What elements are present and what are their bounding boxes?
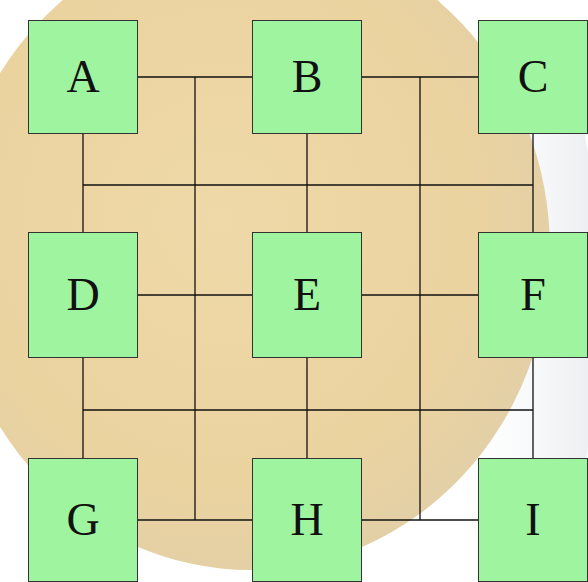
- wire-connector: [138, 519, 252, 520]
- box-label: G: [66, 497, 99, 543]
- wire-connector: [306, 358, 307, 458]
- wire-connector: [306, 134, 307, 232]
- wire-connector: [532, 134, 533, 232]
- process-box: C: [478, 20, 588, 134]
- horizontal-wire: [83, 409, 533, 410]
- box-label: F: [520, 272, 546, 318]
- wire-connector: [138, 76, 252, 77]
- box-label: A: [66, 54, 99, 100]
- wire-connector: [532, 358, 533, 458]
- process-box: I: [478, 458, 588, 582]
- process-box: D: [28, 232, 138, 358]
- vertical-wire: [419, 77, 420, 520]
- process-box: G: [28, 458, 138, 582]
- wire-connector: [82, 358, 83, 458]
- box-label: D: [66, 272, 99, 318]
- box-label: E: [293, 272, 321, 318]
- process-box: F: [478, 232, 588, 358]
- wire-connector: [362, 294, 478, 295]
- wire-connector: [362, 519, 478, 520]
- horizontal-wire: [83, 184, 533, 185]
- vertical-wire: [194, 77, 195, 520]
- box-label: I: [525, 497, 540, 543]
- box-label: B: [292, 54, 323, 100]
- process-box: B: [252, 20, 362, 134]
- process-box: H: [252, 458, 362, 582]
- wire-connector: [82, 134, 83, 232]
- box-label: H: [290, 497, 323, 543]
- wire-connector: [362, 76, 478, 77]
- wire-connector: [138, 294, 252, 295]
- box-label: C: [518, 54, 549, 100]
- process-box: A: [28, 20, 138, 134]
- process-box: E: [252, 232, 362, 358]
